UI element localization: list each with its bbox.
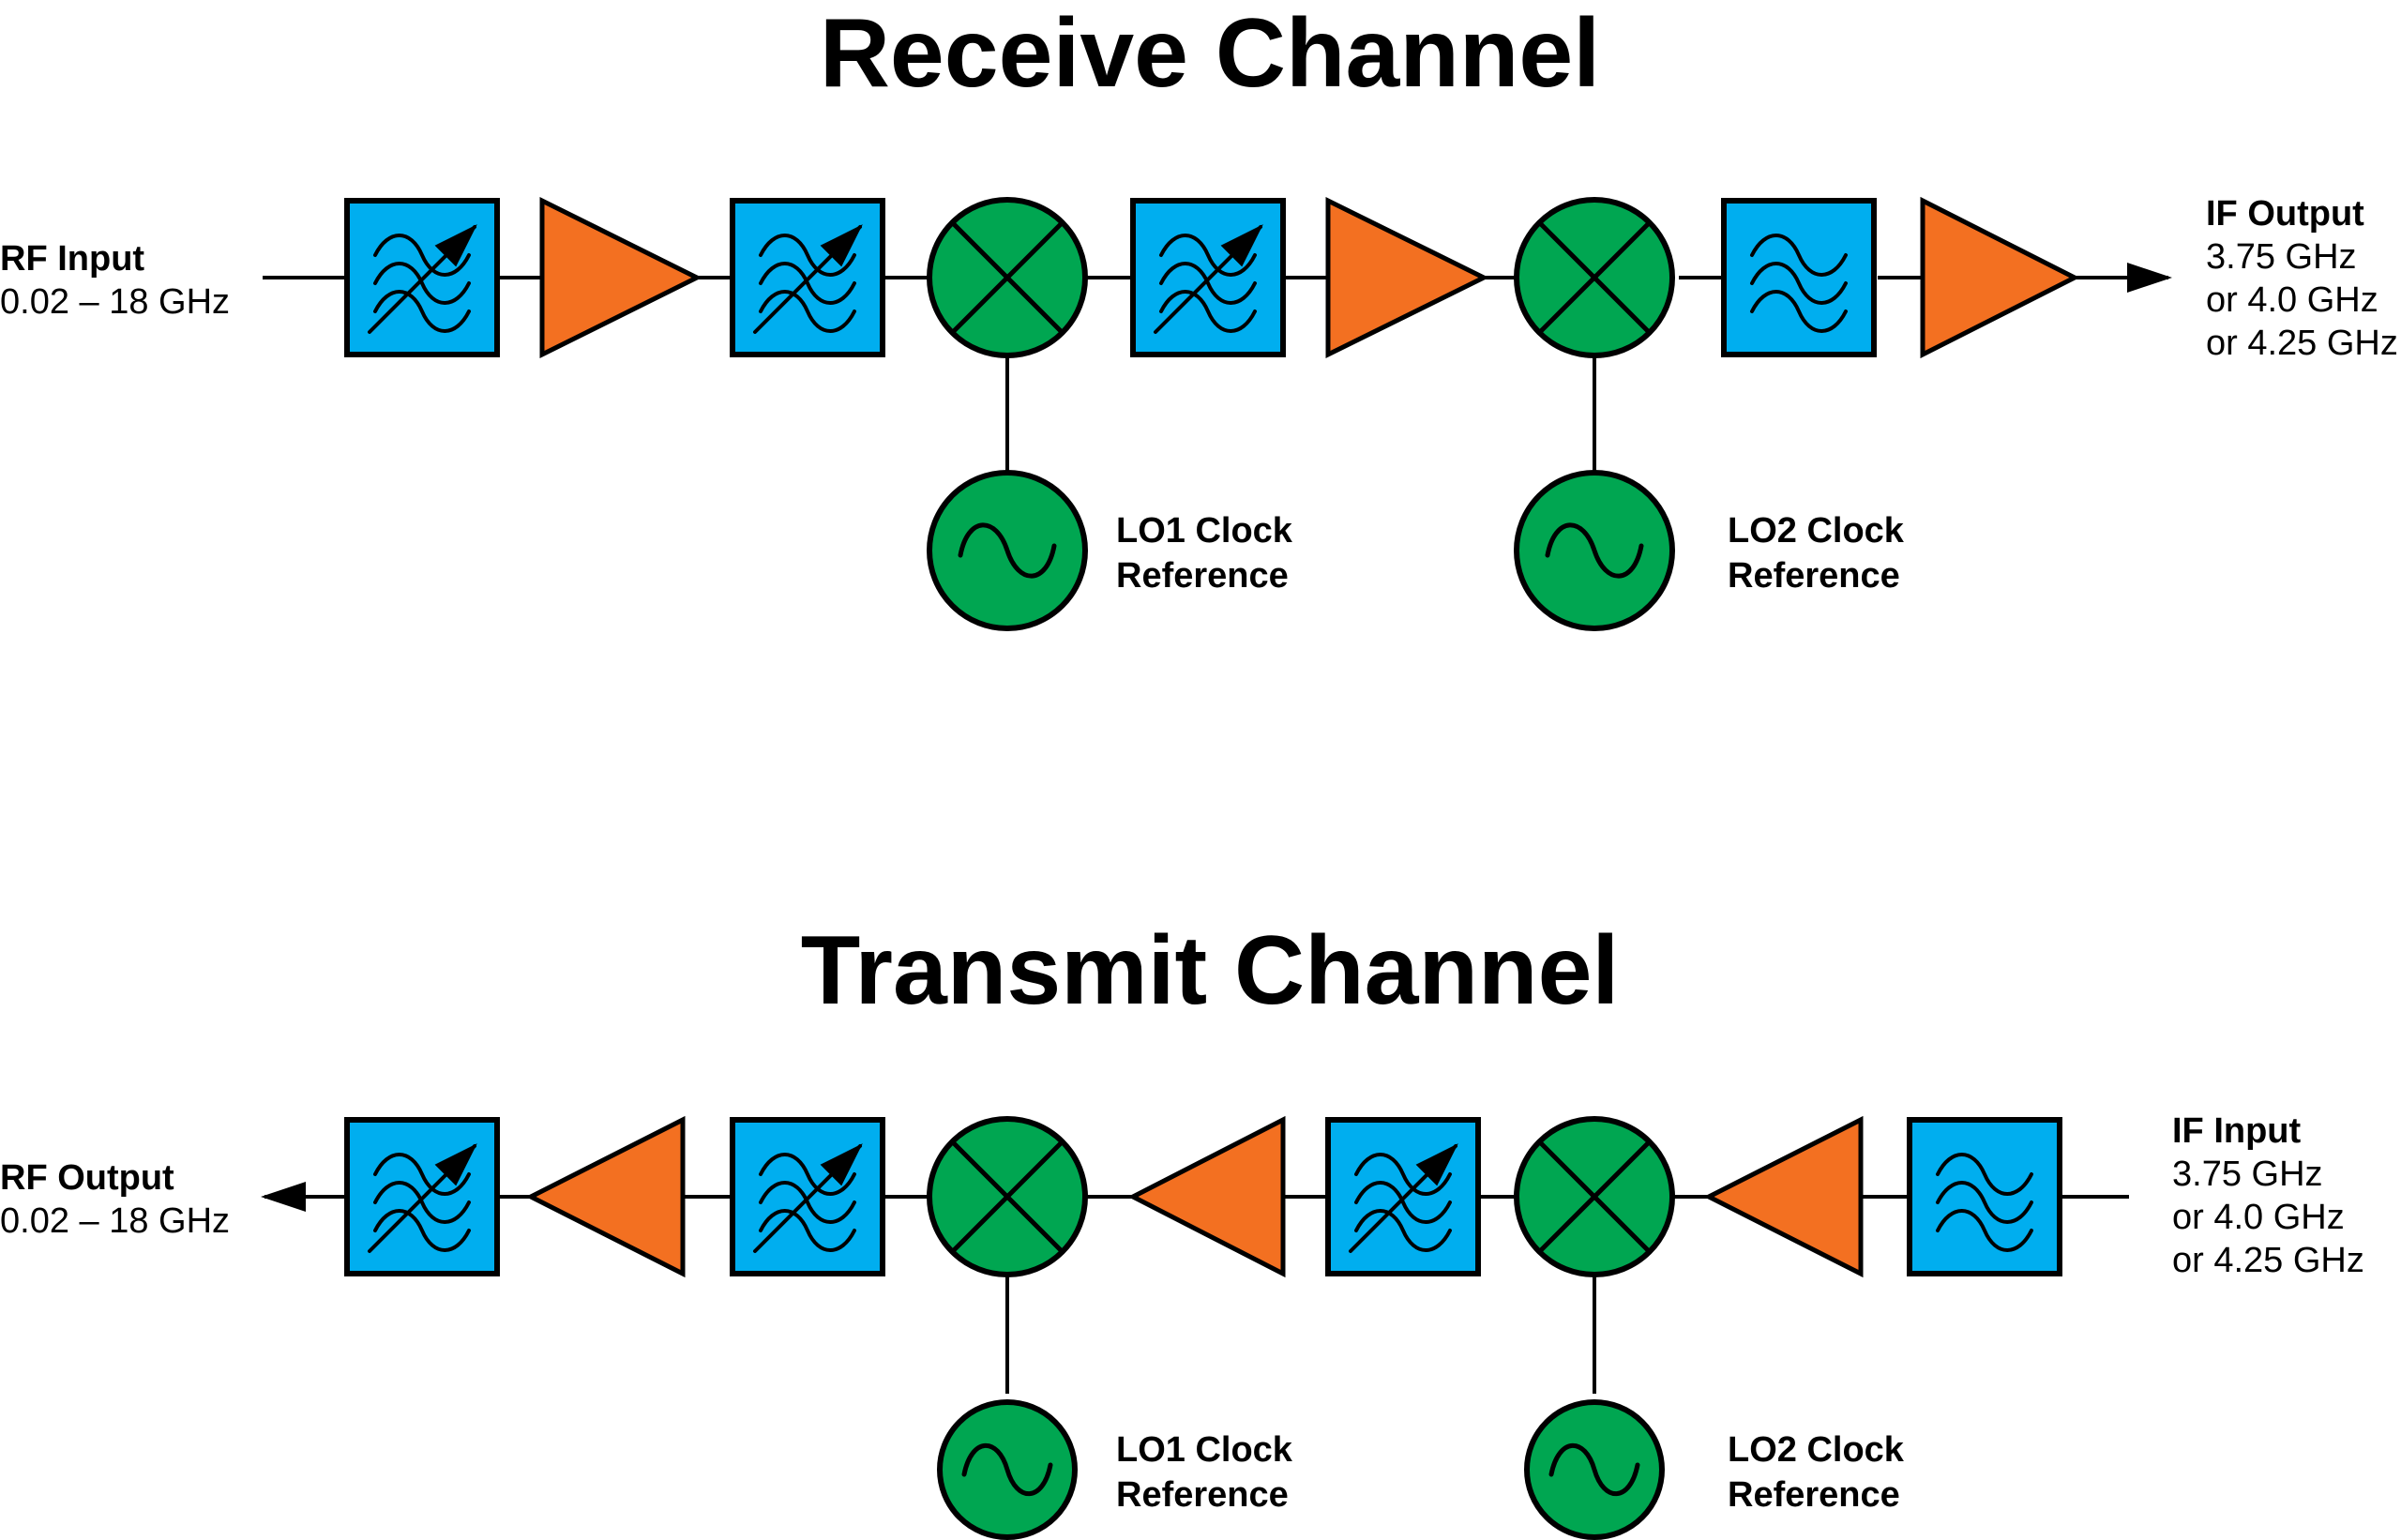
rx-output-title: IF Output (2206, 194, 2364, 234)
mixer-icon (1514, 197, 1675, 358)
filter-icon (1907, 1117, 2062, 1276)
amplifier-icon (539, 196, 702, 359)
tx-lo1-label: LO1 Clock (1116, 1430, 1293, 1470)
amplifier-icon (525, 1115, 686, 1278)
amplifier-icon (1127, 1115, 1286, 1278)
amplifier-icon (1325, 196, 1489, 359)
tx-output-range: 0.02 – 18 GHz (0, 1201, 230, 1241)
tx-input-freq: 3.75 GHz (2172, 1155, 2323, 1194)
tunable-filter-icon (730, 198, 885, 357)
tx-input-title: IF Input (2172, 1111, 2302, 1151)
filter-body (1721, 198, 1877, 357)
rx-lo1-label: LO1 Clock (1116, 511, 1293, 551)
tunable-filter-icon (344, 1117, 500, 1276)
filter-body (1907, 1117, 2062, 1276)
amplifier-icon (1920, 196, 2080, 359)
oscillator-icon (1524, 1399, 1665, 1540)
tunable-filter-icon (1130, 198, 1286, 357)
mixer-icon (927, 197, 1088, 358)
tx-lo2-label: LO2 Clock (1728, 1430, 1905, 1470)
tx-output-title: RF Output (0, 1158, 174, 1198)
receive-channel-title: Receive Channel (820, 0, 1600, 108)
tunable-filter-icon (730, 1117, 885, 1276)
rx-lo1-label: Reference (1116, 556, 1289, 596)
filter-icon (1721, 198, 1877, 357)
tx-input-freq: or 4.0 GHz (2172, 1198, 2345, 1237)
mixer-icon (927, 1116, 1088, 1277)
tx-input-freq: or 4.25 GHz (2172, 1241, 2364, 1280)
tunable-filter-icon (344, 198, 500, 357)
tx-lo1-label: Reference (1116, 1475, 1289, 1515)
receive-channel: Receive Channel (0, 0, 2398, 631)
oscillator-icon (927, 470, 1088, 631)
transmit-channel: Transmit Channel (0, 916, 2364, 1540)
amplifier-icon (1703, 1115, 1864, 1278)
transmit-channel-title: Transmit Channel (801, 916, 1620, 1025)
rx-output-freq: 3.75 GHz (2206, 237, 2357, 277)
rx-output-freq: or 4.25 GHz (2206, 324, 2398, 363)
rx-lo2-label: LO2 Clock (1728, 511, 1905, 551)
tunable-filter-icon (1325, 1117, 1481, 1276)
tx-lo2-label: Reference (1728, 1475, 1900, 1515)
oscillator-icon (1514, 470, 1675, 631)
rx-lo2-label: Reference (1728, 556, 1900, 596)
rx-input-range: 0.02 – 18 GHz (0, 282, 230, 322)
rx-output-freq: or 4.0 GHz (2206, 280, 2378, 320)
oscillator-icon (937, 1399, 1078, 1540)
mixer-icon (1514, 1116, 1675, 1277)
rx-input-title: RF Input (0, 239, 144, 279)
